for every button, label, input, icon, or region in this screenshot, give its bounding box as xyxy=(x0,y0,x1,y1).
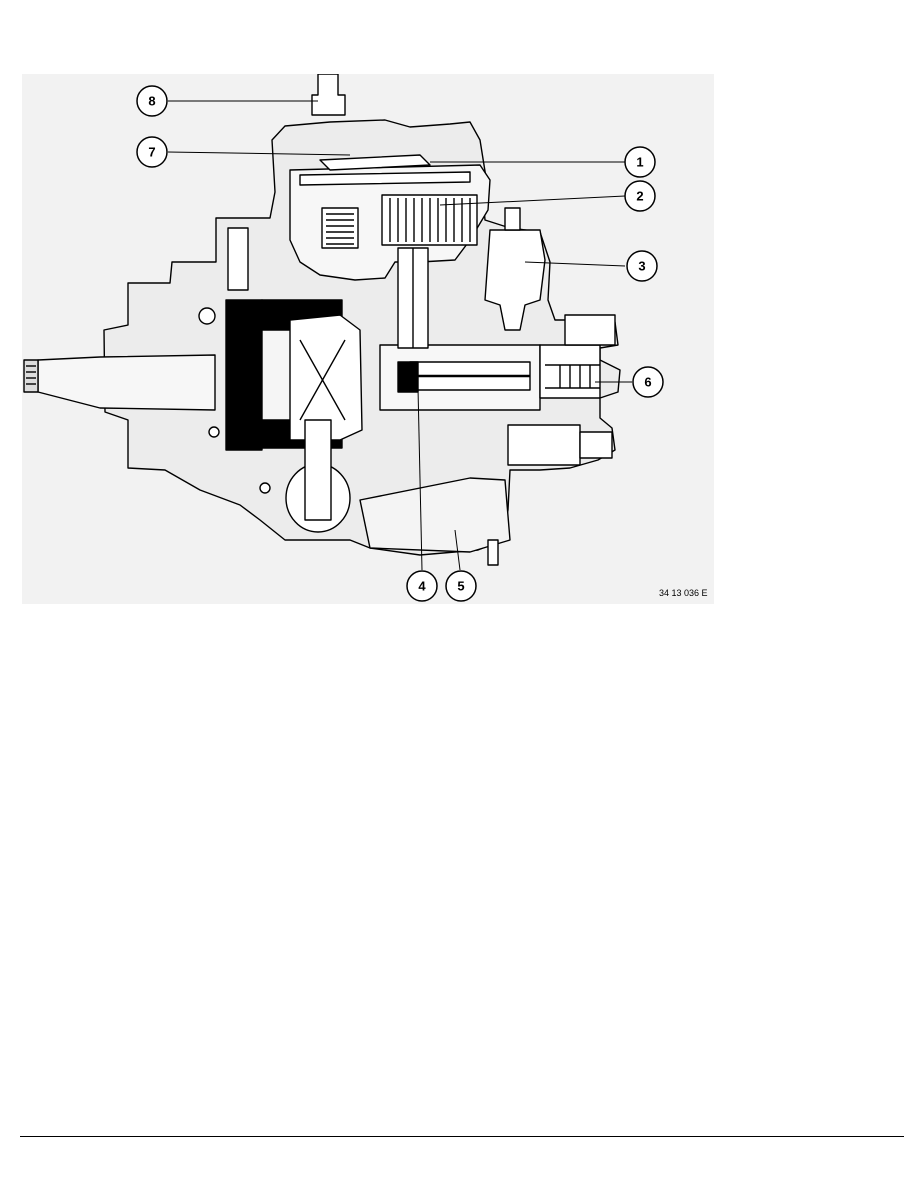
callout-1: 1 xyxy=(624,146,656,178)
callout-label: 6 xyxy=(644,375,651,390)
adjusting-screw xyxy=(311,74,346,116)
cam-plate xyxy=(289,314,363,441)
plunger-head xyxy=(397,361,419,393)
callout-label: 8 xyxy=(148,94,155,109)
callout-label: 7 xyxy=(148,145,155,160)
callout-5: 5 xyxy=(445,570,477,602)
callout-6: 6 xyxy=(632,366,664,398)
pump-cross-section-figure: 8 7 1 2 3 6 4 5 34 13 036 E xyxy=(22,74,714,604)
figure-code: 34 13 036 E xyxy=(659,588,708,598)
pipe-fitting xyxy=(564,314,616,346)
stop-solenoid xyxy=(484,229,546,331)
callout-label: 1 xyxy=(636,155,643,170)
pump-drawing: 8 7 1 2 3 6 4 5 34 13 036 E xyxy=(23,74,708,602)
callout-label: 4 xyxy=(418,579,426,594)
callout-8: 8 xyxy=(136,85,168,117)
callout-label: 5 xyxy=(457,579,464,594)
timing-device xyxy=(359,477,511,553)
drive-shaft xyxy=(37,354,216,411)
shaft-splines xyxy=(23,359,39,393)
callout-7: 7 xyxy=(136,136,168,168)
pressure-valve xyxy=(507,424,581,466)
callout-label: 3 xyxy=(638,259,645,274)
callout-3: 3 xyxy=(626,250,658,282)
callout-2: 2 xyxy=(624,180,656,212)
vane-pump-block xyxy=(225,299,263,451)
control-lever xyxy=(299,171,471,186)
footer-divider xyxy=(20,1136,904,1137)
callout-label: 2 xyxy=(636,189,643,204)
callout-4: 4 xyxy=(406,570,438,602)
